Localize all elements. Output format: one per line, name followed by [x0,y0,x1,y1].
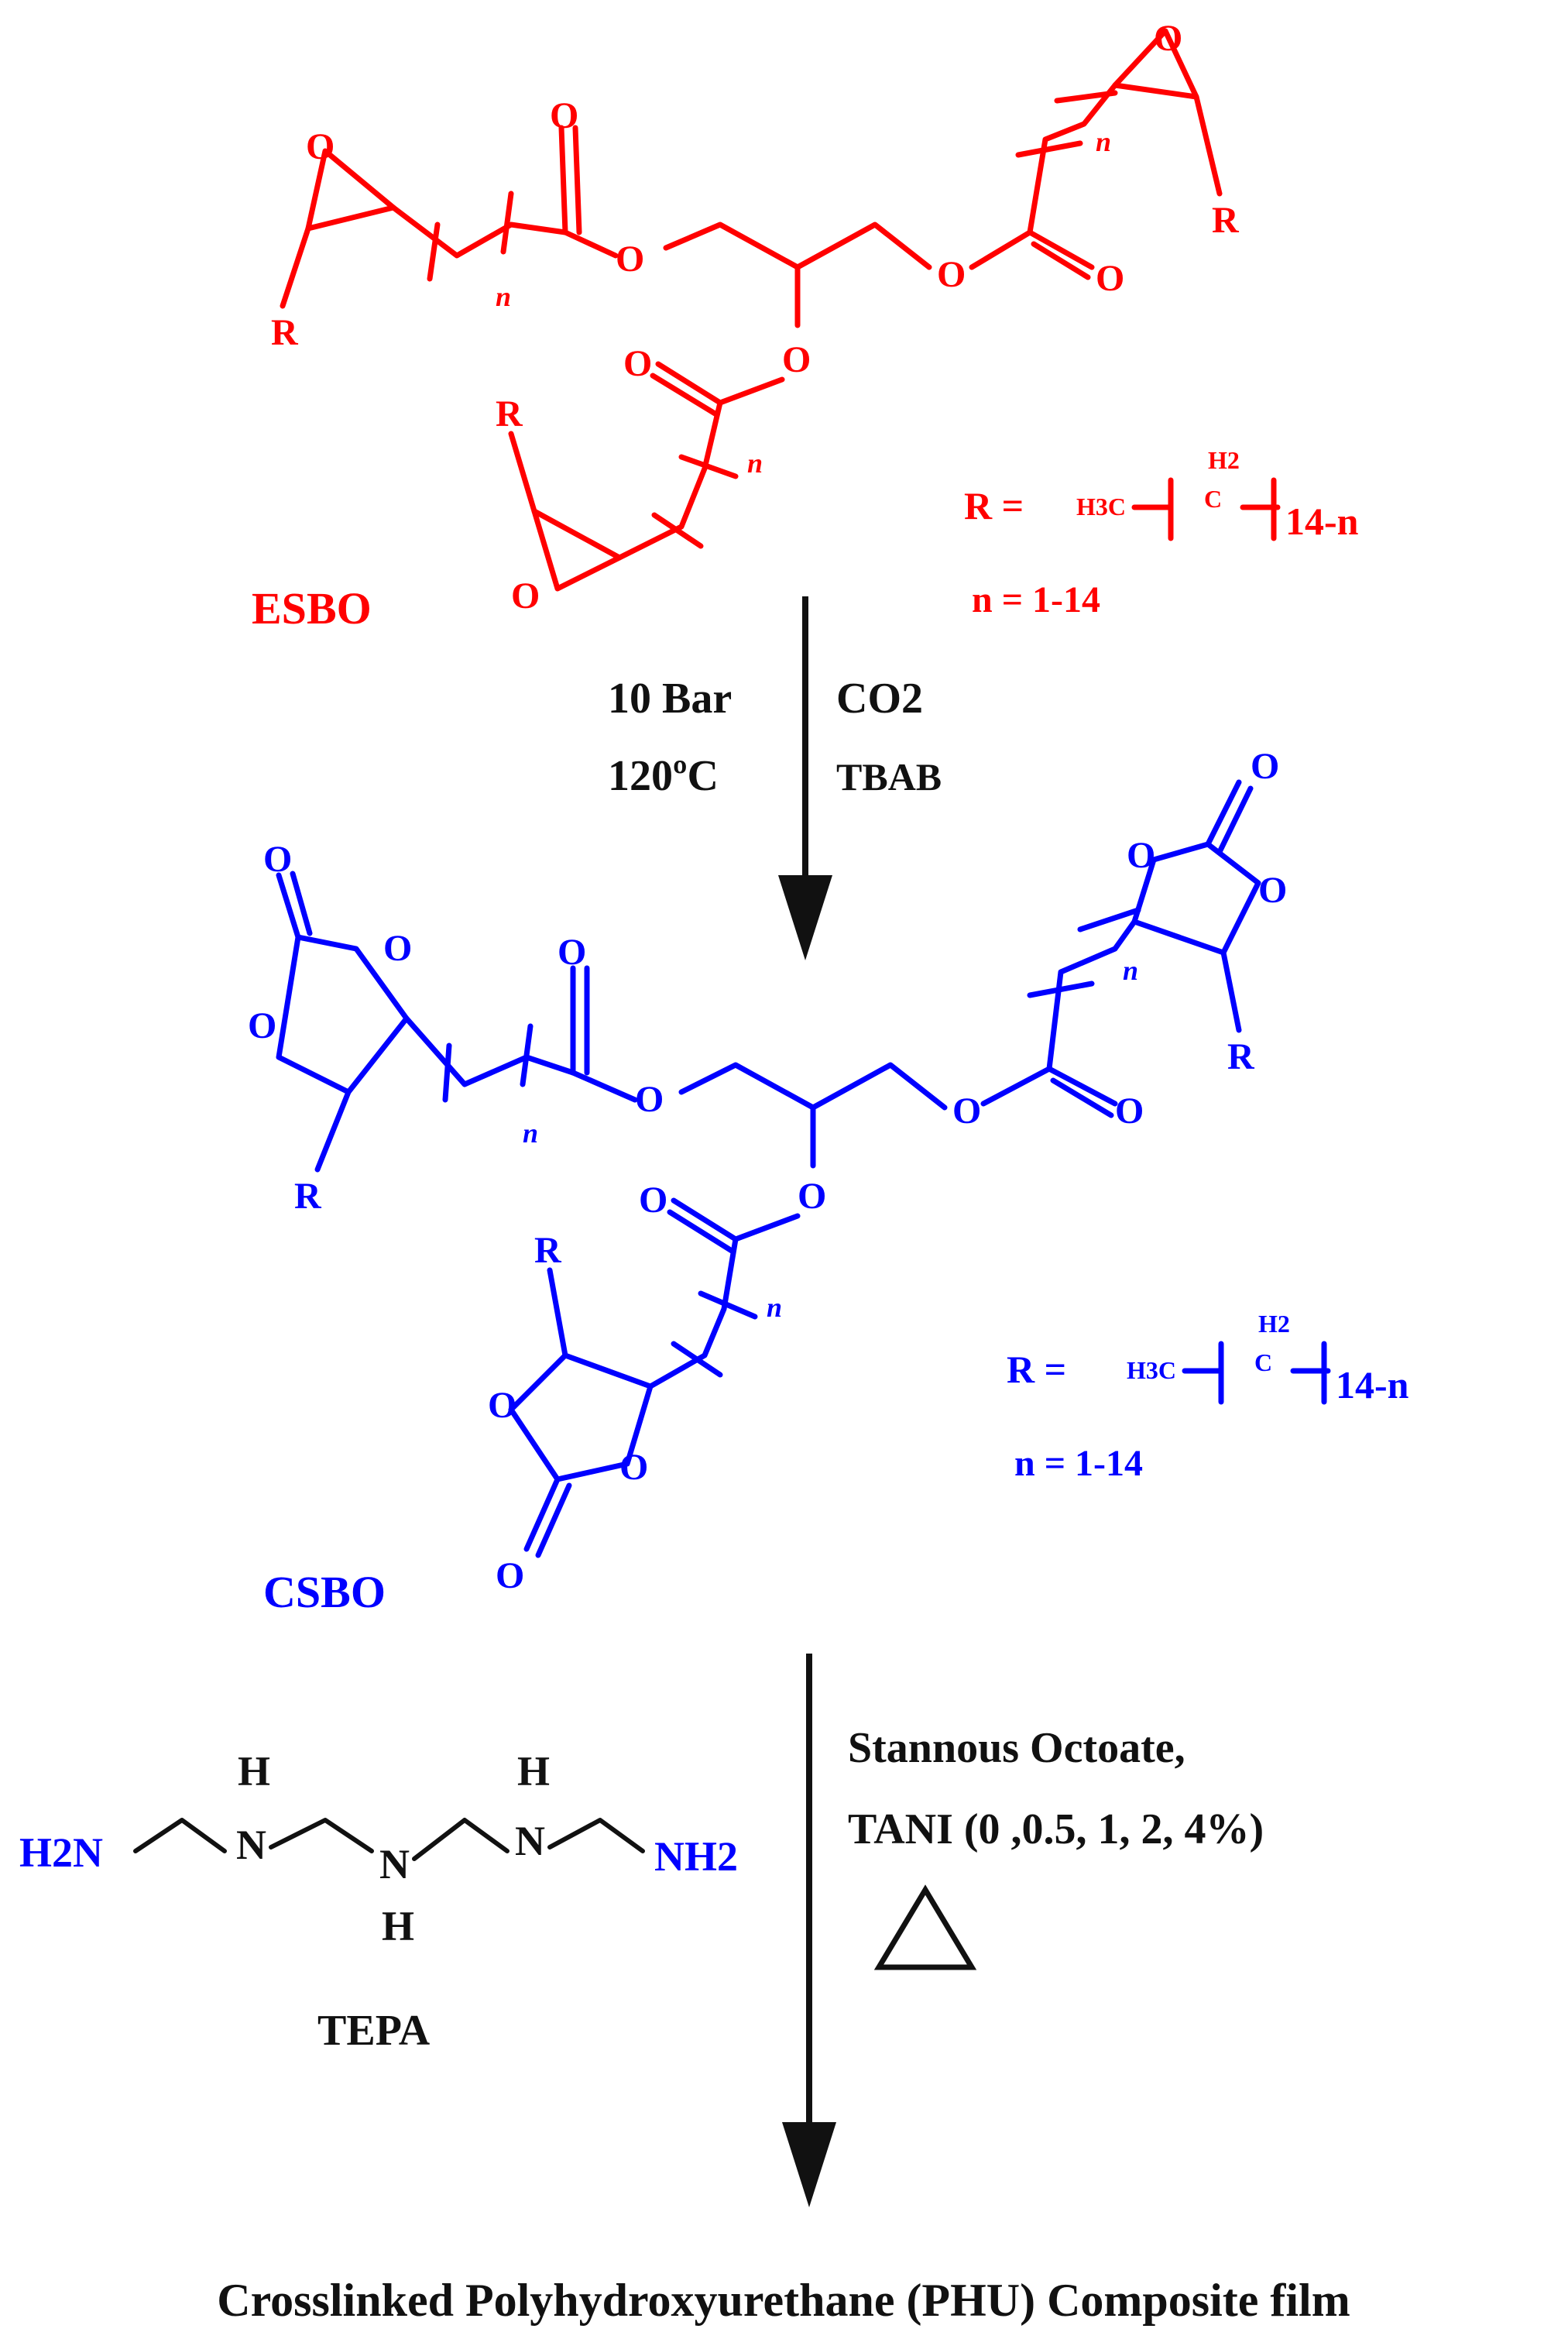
esbo-n-left: n [496,281,511,312]
esbo-label: ESBO [252,583,372,634]
csbo-o-10: O [1258,870,1287,911]
esbo-o-carbonyl-center: O [623,343,652,384]
arrow-step1 [778,596,832,960]
esbo-r-right: R [1212,200,1240,241]
csbo-o-11: O [798,1176,826,1217]
csbo-r-definition: R = H3C H2 C 14-n n = 1-14 [1007,1310,1409,1484]
cond-tani: TANI (0 ,0.5, 1, 2, 4%) [848,1805,1264,1853]
csbo-o-14: O [619,1447,648,1488]
esbo-n-center: n [747,448,763,479]
esbo-structure: O R O O n O O n O R O O n R O [271,18,1240,617]
csbo-o-15: O [496,1555,524,1596]
csbo-structure: O O O R O O n O O n O O O R O O n R O O … [248,746,1287,1596]
csbo-r-c: C [1254,1348,1272,1376]
tepa-h2: H [382,1903,414,1949]
csbo-o-1: O [263,839,292,880]
esbo-o-left: O [306,126,335,167]
esbo-o-center: O [511,575,540,617]
tepa-h2n: H2N [19,1829,103,1876]
csbo-o-4: O [558,932,586,973]
esbo-n-range: n = 1-14 [972,579,1100,620]
esbo-r-center: R [496,393,523,434]
esbo-r-c: C [1204,485,1222,513]
tepa-n3: N [515,1818,545,1864]
cond-co2: CO2 [836,675,923,723]
csbo-o-7: O [1115,1091,1144,1132]
csbo-r-right: R [1227,1036,1255,1077]
esbo-n-right: n [1096,126,1111,157]
tepa-nh2: NH2 [654,1833,738,1880]
tepa-label: TEPA [317,2007,431,2055]
esbo-o-carbonyl-right: O [1096,258,1124,299]
arrow-step2 [782,1654,836,2207]
csbo-r-center: R [534,1230,562,1271]
esbo-o-carbonyl-left: O [550,95,578,136]
cond-pressure: 10 Bar [608,675,732,723]
esbo-r-h3c: H3C [1076,493,1126,520]
esbo-o-right: O [1154,18,1182,59]
csbo-n-range: n = 1-14 [1014,1443,1143,1484]
csbo-o-8: O [1127,835,1155,876]
csbo-r-suffix: 14-n [1336,1363,1409,1406]
esbo-r-h2: H2 [1208,446,1240,474]
tepa-n1: N [236,1822,266,1868]
csbo-o-13: O [488,1385,516,1426]
csbo-r-prefix: R = [1007,1348,1066,1391]
csbo-o-12: O [639,1180,667,1221]
csbo-r-h2: H2 [1258,1310,1290,1338]
csbo-o-6: O [952,1091,981,1132]
esbo-r-definition: R = H3C H2 C 14-n n = 1-14 [964,446,1359,620]
tepa-structure: H2N N H N H N H NH2 [19,1748,738,1949]
esbo-o-ester-center: O [782,339,811,380]
esbo-r-suffix: 14-n [1285,500,1359,543]
csbo-label: CSBO [263,1567,386,1617]
tepa-h1: H [238,1748,270,1795]
cond-temperature: 120ºC [608,752,719,800]
csbo-r-h3c: H3C [1127,1356,1176,1384]
tepa-n2: N [379,1841,410,1887]
esbo-o-ester-right: O [937,254,966,295]
product-label: Crosslinked Polyhydroxyurethane (PHU) Co… [217,2275,1350,2326]
csbo-o-3: O [248,1005,276,1046]
esbo-o-ester-left: O [616,239,644,280]
csbo-r-left: R [294,1176,322,1217]
csbo-n-right: n [1123,955,1138,986]
heat-triangle-icon [873,1884,977,1970]
csbo-o-2: O [383,928,412,969]
csbo-o-9: O [1251,746,1279,787]
csbo-n-left: n [523,1118,538,1149]
esbo-r-left: R [271,312,299,353]
cond-catalyst: Stannous Octoate, [848,1724,1185,1772]
cond-tbab: TBAB [836,755,942,799]
esbo-r-prefix: R = [964,484,1024,527]
csbo-o-5: O [635,1079,664,1120]
tepa-h3: H [517,1748,550,1795]
csbo-n-center: n [767,1292,782,1323]
